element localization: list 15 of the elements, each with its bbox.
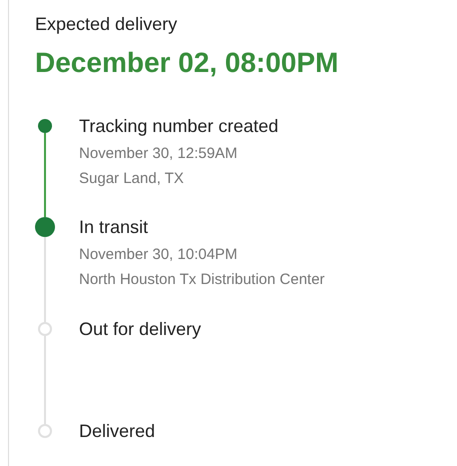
status-dot-icon: [37, 118, 53, 134]
status-ring-icon: [37, 423, 53, 439]
connector-line: [44, 133, 46, 217]
event-location: Sugar Land, TX: [79, 169, 184, 189]
delivery-date: December 02, 08:00PM: [35, 46, 339, 80]
status-ring-icon: [37, 321, 53, 337]
section-heading: Expected delivery: [35, 13, 178, 36]
event-location: North Houston Tx Distribution Center: [79, 270, 325, 290]
status-title: Delivered: [79, 420, 156, 443]
status-title: In transit: [79, 216, 148, 239]
status-dot-icon: [34, 216, 56, 238]
status-title: Out for delivery: [79, 318, 202, 341]
event-time: November 30, 12:59AM: [79, 144, 238, 164]
status-title: Tracking number created: [79, 115, 278, 138]
event-time: November 30, 10:04PM: [79, 245, 238, 265]
